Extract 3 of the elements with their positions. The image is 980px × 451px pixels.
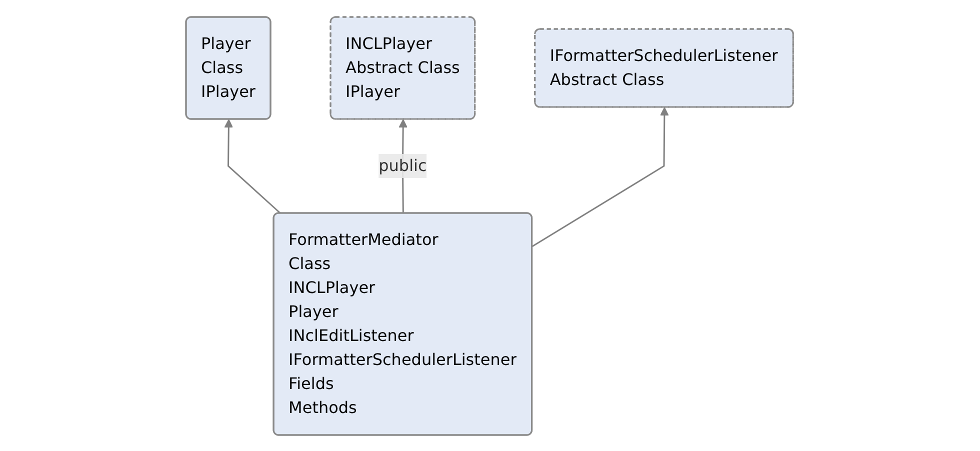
arrow xyxy=(532,106,670,247)
edge-label: public xyxy=(379,156,428,174)
arrow xyxy=(224,118,282,214)
